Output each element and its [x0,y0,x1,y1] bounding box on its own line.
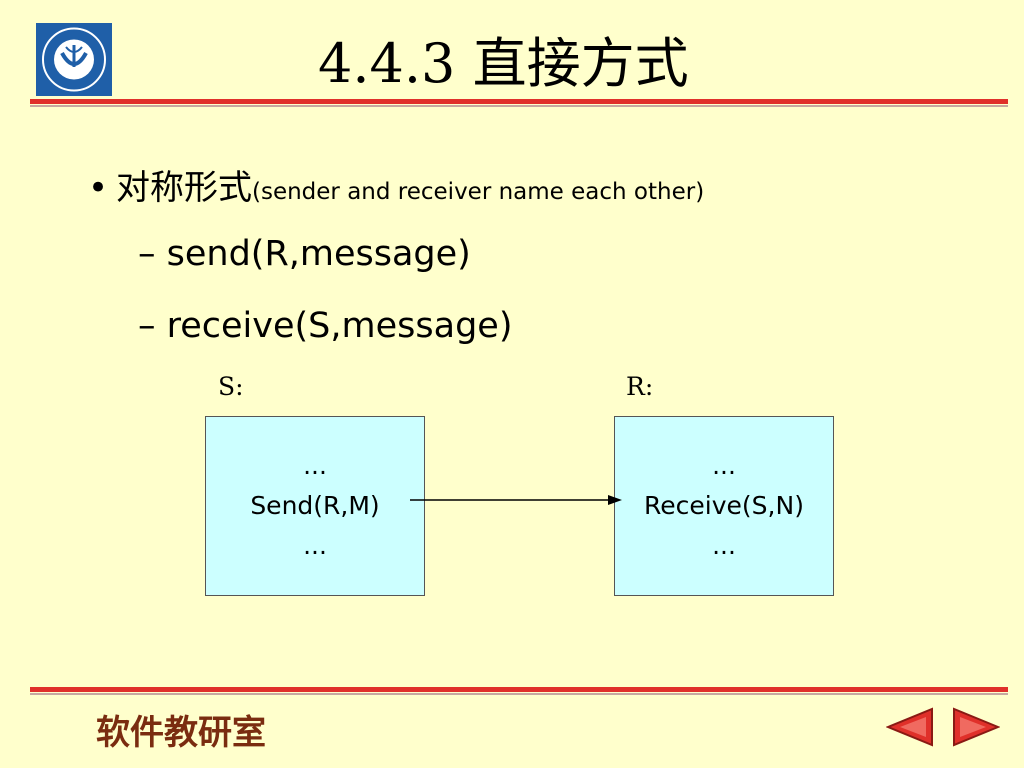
sub-item-send: – send(R,message) [138,234,471,274]
receiver-box: ... Receive(S,N) ... [614,416,834,596]
bullet-text-en: (sender and receiver name each other) [252,179,705,205]
slide-title: 4.4.3 直接方式 [318,32,689,95]
sub-item-receive: – receive(S,message) [138,306,513,346]
sender-line: ... [303,451,327,480]
prev-arrow-icon[interactable] [885,707,940,747]
title-divider [30,99,1008,104]
footer-divider-shadow [30,693,1008,695]
bullet-dot-icon: • [88,168,109,208]
university-logo-icon [36,23,112,96]
footer-divider [30,687,1008,692]
sender-label: S: [218,372,244,401]
receiver-line: ... [712,531,736,560]
footer-text: 软件教研室 [96,713,266,753]
receiver-label: R: [626,372,654,401]
sender-line-send: Send(R,M) [250,491,380,520]
sender-line: ... [303,531,327,560]
title-divider-shadow [30,105,1008,107]
bullet-text-cn: 对称形式 [116,168,252,208]
sender-box: ... Send(R,M) ... [205,416,425,596]
bullet-item: •对称形式(sender and receiver name each othe… [88,163,704,217]
receiver-line-receive: Receive(S,N) [644,491,804,520]
receiver-line: ... [712,451,736,480]
message-arrow-icon [410,490,622,510]
next-arrow-icon[interactable] [946,707,1001,747]
